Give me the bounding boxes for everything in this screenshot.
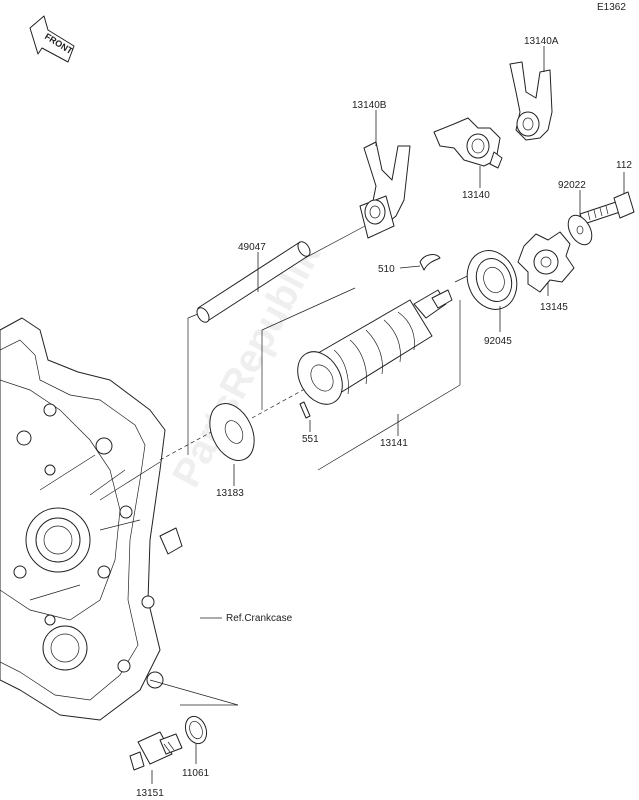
- label-13140B: 13140B: [352, 100, 387, 111]
- shift-fork-13140: [433, 117, 503, 169]
- circlip-510: [419, 254, 441, 271]
- front-arrow-icon: FRONT: [29, 15, 75, 63]
- label-13140: 13140: [462, 190, 490, 201]
- assembly-guide-lines: [99, 225, 491, 706]
- shift-fork-shaft: [196, 241, 311, 323]
- label-13141: 13141: [380, 438, 408, 449]
- label-13145: 13145: [540, 302, 568, 313]
- label-13140A: 13140A: [524, 36, 559, 47]
- label-510: 510: [378, 264, 395, 275]
- shift-fork-13140a: [509, 61, 553, 141]
- label-551: 551: [302, 434, 319, 445]
- crankcase-illustration: [0, 317, 183, 721]
- bolt-112: [579, 191, 635, 225]
- label-92045: 92045: [484, 336, 512, 347]
- leader-lines: [151, 46, 625, 784]
- o-ring-11061: [184, 715, 208, 745]
- diagram-code: E1362: [597, 2, 626, 13]
- part-labels: 13140A 13140B 13140 112 92022 49047 510 …: [136, 36, 632, 799]
- washer-13183: [209, 403, 255, 461]
- label-13183: 13183: [216, 488, 244, 499]
- shift-fork-13140b: [359, 141, 411, 239]
- shift-drum-star-plate-13145: [517, 231, 575, 293]
- label-49047: 49047: [238, 242, 266, 253]
- bearing-92045: [466, 250, 518, 310]
- label-112: 112: [616, 160, 632, 171]
- label-92022: 92022: [558, 180, 586, 191]
- neutral-switch-13151: [129, 731, 183, 771]
- pin-551: [299, 401, 311, 419]
- shift-drum-13141: [297, 289, 453, 405]
- washer-92022: [567, 214, 593, 246]
- label-ref-crankcase: Ref.Crankcase: [226, 613, 293, 624]
- label-13151: 13151: [136, 788, 164, 799]
- label-11061: 11061: [182, 768, 210, 779]
